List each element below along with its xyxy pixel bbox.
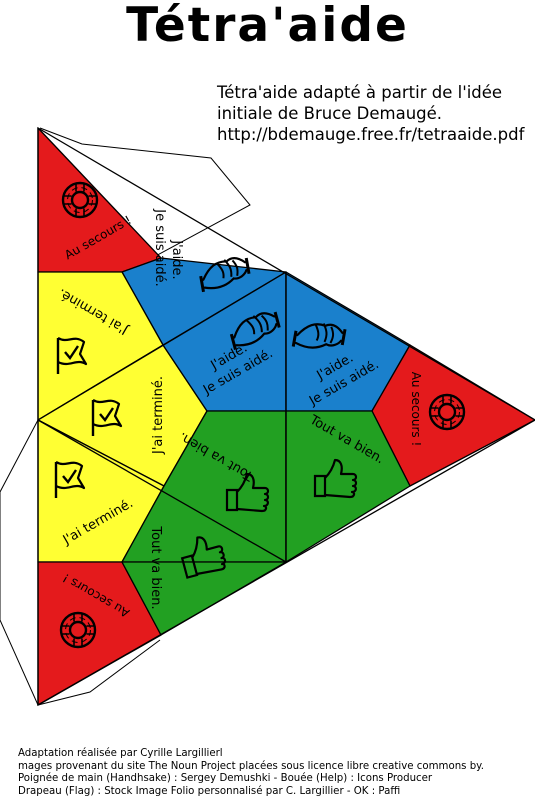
glue-flaps	[0, 127, 251, 706]
page-title: Tétra'aide	[126, 0, 409, 53]
glue-flap-top	[39, 127, 251, 266]
subtitle: Tétra'aide adapté à partir de l'idée ini…	[217, 82, 524, 145]
credits-line-2: mages provenant du site The Noun Project…	[18, 760, 484, 772]
ok-label: Tout va bien.	[148, 525, 163, 609]
credits-line-3: Poignée de main (Handhsake) : Sergey Dem…	[18, 773, 433, 785]
credits-line-1: Adaptation réalisée par Cyrille Largilli…	[18, 748, 223, 759]
finished-label: J'ai terminé.	[151, 376, 166, 455]
subtitle-line-2: initiale de Bruce Demaugé.	[217, 104, 443, 123]
aid-label-line-2: J'aide.	[169, 239, 184, 279]
help-label: Au secours !	[409, 372, 423, 447]
region-help-top	[37, 127, 162, 273]
credits-line-4: Drapeau (Flag) : Stock Image Folio perso…	[18, 785, 401, 797]
fold-lines	[37, 126, 535, 707]
subtitle-line-1: Tétra'aide adapté à partir de l'idée	[217, 83, 503, 102]
glue-flap-bottom	[37, 639, 161, 706]
aid-label-line-1: Je suis aidé.	[152, 208, 167, 286]
source-url: http://bdemauge.free.fr/tetraaide.pdf	[217, 125, 525, 144]
credits: Adaptation réalisée par Cyrille Largilli…	[18, 748, 484, 798]
glue-flap-left	[0, 419, 39, 706]
